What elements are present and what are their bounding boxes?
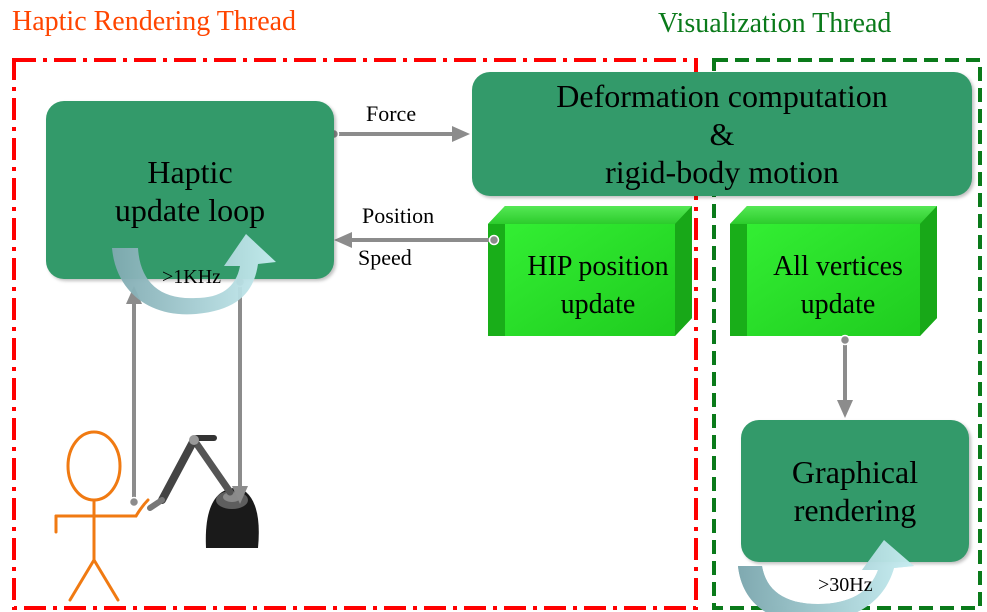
deformation-computation-box: Deformation computation & rigid-body mot… — [472, 72, 972, 196]
position-label: Position — [362, 203, 435, 228]
deformation-line3: rigid-body motion — [605, 154, 839, 190]
graphical-line1: Graphical — [791, 454, 919, 490]
force-label: Force — [366, 101, 417, 126]
haptic-thread-title: Haptic Rendering Thread — [12, 6, 297, 37]
haptic-thread-border — [12, 58, 698, 610]
graphical-line2: rendering — [793, 492, 917, 528]
speed-label: Speed — [358, 245, 412, 270]
render-loop-arrow — [738, 540, 914, 612]
graphical-rendering-box: Graphical rendering — [741, 420, 969, 562]
vertices-to-render-arrow — [837, 334, 853, 418]
hip-position-update-label: HIP position update — [508, 248, 688, 324]
hip-update-line2: update — [560, 289, 636, 320]
vertices-update-cube — [730, 206, 937, 336]
vertices-update-line2: update — [800, 289, 876, 320]
hip-update-cube — [488, 206, 692, 336]
haptic-device-icon — [147, 435, 259, 548]
visualization-thread-title: Visualization Thread — [658, 8, 892, 39]
deformation-line2: & — [709, 116, 735, 152]
vertices-update-line1: All vertices — [773, 251, 903, 282]
position-speed-arrow — [334, 232, 500, 248]
render-rate-label: >30Hz — [818, 574, 873, 596]
stick-figure-icon — [54, 430, 150, 602]
haptic-loop-line2: update loop — [114, 192, 266, 228]
deformation-line1: Deformation computation — [556, 78, 888, 114]
all-vertices-update-label: All vertices update — [750, 248, 926, 324]
haptic-rate-label: >1KHz — [162, 266, 222, 288]
haptic-update-loop-box: Haptic update loop — [46, 101, 334, 279]
hip-update-line1: HIP position — [527, 251, 669, 282]
haptic-loop-line1: Haptic — [147, 154, 233, 190]
